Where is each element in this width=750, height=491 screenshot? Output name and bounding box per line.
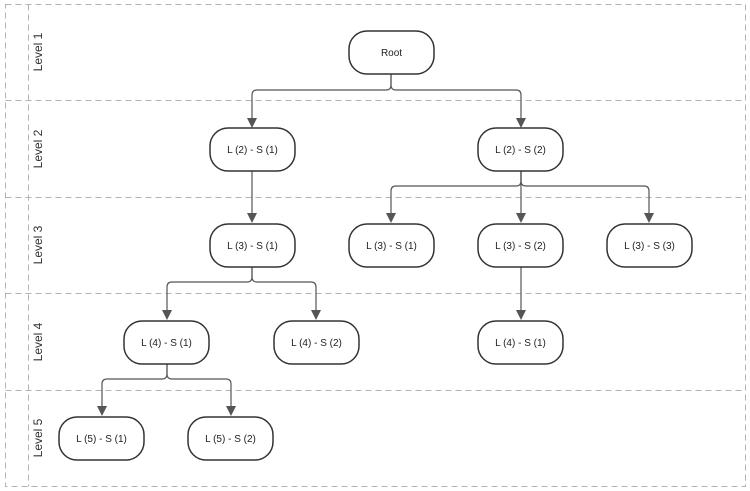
node-l3s2-box <box>477 223 564 268</box>
edge-l2s2-to-l3s1b <box>386 171 522 223</box>
node-root[interactable]: Root <box>348 30 435 75</box>
lane-label-level-1: Level 1 <box>31 32 45 71</box>
node-root-label: Root <box>381 48 402 59</box>
node-l3s1b-box <box>348 223 435 268</box>
edge-root-to-l2s2 <box>390 74 526 128</box>
node-l2s1[interactable]: L (2) - S (1) <box>209 127 296 172</box>
node-l3s2-label: L (3) - S (2) <box>495 241 546 252</box>
node-l5s1-box <box>58 416 145 461</box>
node-l3s3[interactable]: L (3) - S (3) <box>606 223 693 268</box>
node-l3s3-label: L (3) - S (3) <box>624 241 675 252</box>
node-l2s2-box <box>477 127 564 172</box>
lane-label-level-5: Level 5 <box>31 418 45 457</box>
nodes: Root L (2) - S (1) L (2) - S (2) L (3) -… <box>58 30 693 461</box>
node-l5s2-label: L (5) - S (2) <box>205 434 256 445</box>
edge-l2s2-to-l3s3 <box>520 171 654 223</box>
node-l4s1a-label: L (4) - S (1) <box>141 338 192 349</box>
node-l3s1a-box <box>209 223 296 268</box>
edge-l4s1a-to-l5s2 <box>166 364 236 416</box>
node-l5s1[interactable]: L (5) - S (1) <box>58 416 145 461</box>
node-l2s2-label: L (2) - S (2) <box>495 145 546 156</box>
edge-l3s1a-to-l4s1a <box>162 267 253 320</box>
node-l3s2[interactable]: L (3) - S (2) <box>477 223 564 268</box>
node-root-box <box>348 30 435 75</box>
node-l4s2-label: L (4) - S (2) <box>291 338 342 349</box>
node-l2s1-box <box>209 127 296 172</box>
node-l3s1a[interactable]: L (3) - S (1) <box>209 223 296 268</box>
lane-label-level-4: Level 4 <box>31 322 45 361</box>
node-l5s2[interactable]: L (5) - S (2) <box>187 416 274 461</box>
node-l2s2[interactable]: L (2) - S (2) <box>477 127 564 172</box>
node-l5s2-box <box>187 416 274 461</box>
edge-l3s1a-to-l4s2 <box>251 267 321 320</box>
node-l4s1b-box <box>477 320 564 365</box>
lane-label-level-3: Level 3 <box>31 225 45 264</box>
node-l3s3-box <box>606 223 693 268</box>
swimlane-outer-border <box>5 4 746 487</box>
lane-labels: Level 1 Level 2 Level 3 Level 4 Level 5 <box>31 32 45 457</box>
node-l3s1b-label: L (3) - S (1) <box>366 241 417 252</box>
edge-l4s1a-to-l5s1 <box>97 364 168 416</box>
node-l4s2-box <box>273 320 360 365</box>
node-l5s1-label: L (5) - S (1) <box>76 434 127 445</box>
node-l2s1-label: L (2) - S (1) <box>227 145 278 156</box>
connectors <box>97 74 654 416</box>
lane-label-level-2: Level 2 <box>31 129 45 168</box>
node-l4s1b[interactable]: L (4) - S (1) <box>477 320 564 365</box>
node-l4s2[interactable]: L (4) - S (2) <box>273 320 360 365</box>
node-l3s1b[interactable]: L (3) - S (1) <box>348 223 435 268</box>
swimlane-frame <box>5 4 746 487</box>
node-l3s1a-label: L (3) - S (1) <box>227 241 278 252</box>
node-l4s1b-label: L (4) - S (1) <box>495 338 546 349</box>
node-l4s1a[interactable]: L (4) - S (1) <box>123 320 210 365</box>
node-l4s1a-box <box>123 320 210 365</box>
